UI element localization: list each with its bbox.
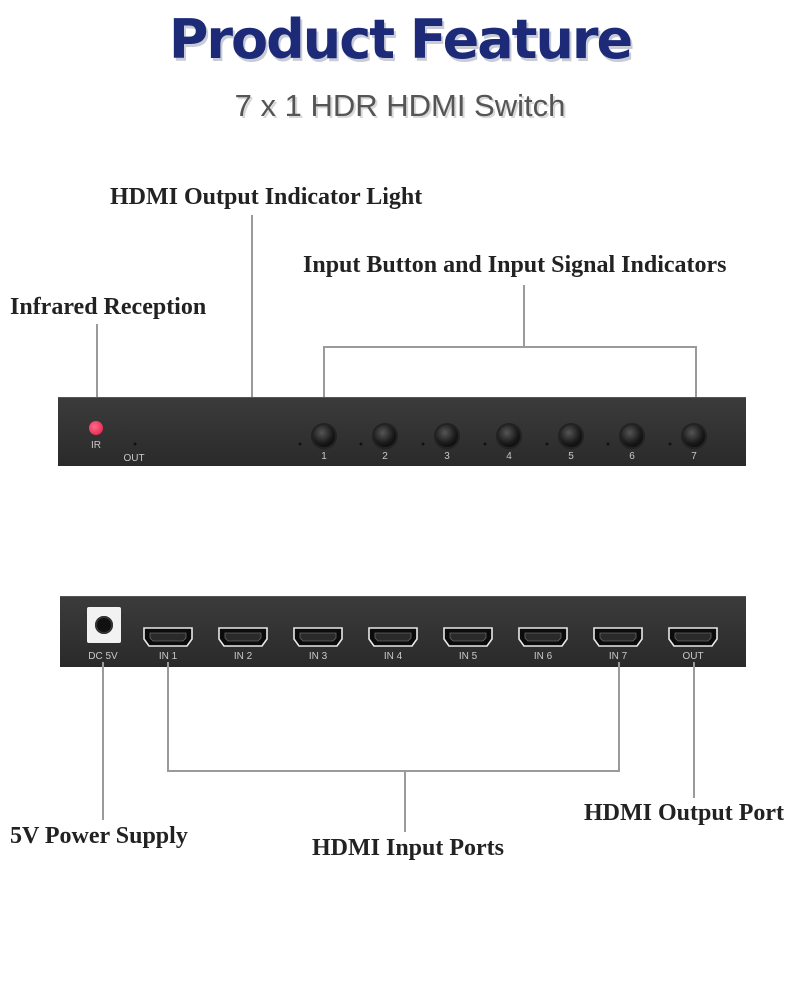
leader-input-buttons-stem: [523, 285, 525, 347]
leader-input-ports-bar: [167, 770, 620, 772]
hdmi-input-port-5[interactable]: [443, 627, 493, 647]
input-signal-indicator: [545, 442, 549, 446]
ir-receiver-icon: [89, 421, 103, 435]
input-signal-indicator: [298, 442, 302, 446]
input-signal-indicator: [421, 442, 425, 446]
callout-output-indicator: HDMI Output Indicator Light: [110, 184, 423, 210]
hdmi-input-port-2[interactable]: [218, 627, 268, 647]
input-button-label: 6: [629, 451, 635, 462]
leader-infrared: [96, 324, 98, 424]
input-button-label: 1: [321, 451, 327, 462]
hdmi-port-label: IN 3: [308, 651, 328, 662]
page-title: Product Feature: [168, 8, 633, 71]
callout-output-port: HDMI Output Port: [584, 800, 784, 826]
input-button-label: 7: [691, 451, 697, 462]
hdmi-input-port-7[interactable]: [593, 627, 643, 647]
callout-infrared: Infrared Reception: [10, 294, 207, 320]
input-button-3[interactable]: [436, 425, 458, 447]
callout-input-buttons: Input Button and Input Signal Indicators: [303, 252, 727, 278]
hdmi-port-label: OUT: [682, 651, 704, 662]
hdmi-port-label: IN 4: [383, 651, 403, 662]
input-button-label: 5: [568, 451, 574, 462]
callout-input-ports: HDMI Input Ports: [312, 835, 505, 861]
hdmi-input-port-4[interactable]: [368, 627, 418, 647]
leader-input-ports-right: [618, 662, 620, 772]
dc-jack-hole: [95, 616, 113, 634]
input-button-label: 3: [444, 451, 450, 462]
hdmi-port-label: IN 1: [158, 651, 178, 662]
leader-input-buttons-bar: [323, 346, 697, 348]
hdmi-output-port[interactable]: [668, 627, 718, 647]
out-label: OUT: [123, 453, 145, 464]
hdmi-port-label: IN 6: [533, 651, 553, 662]
input-button-label: 4: [506, 451, 512, 462]
hdmi-input-port-1[interactable]: [143, 627, 193, 647]
dc-power-jack[interactable]: [87, 607, 121, 643]
hdmi-port-label: IN 7: [608, 651, 628, 662]
front-panel: IR OUT 1 2 3 4 5 6 7: [58, 397, 746, 466]
page-subtitle: 7 x 1 HDR HDMI Switch: [234, 88, 566, 123]
hdmi-input-port-6[interactable]: [518, 627, 568, 647]
input-button-1[interactable]: [313, 425, 335, 447]
input-signal-indicator: [606, 442, 610, 446]
hdmi-input-port-3[interactable]: [293, 627, 343, 647]
input-signal-indicator: [668, 442, 672, 446]
leader-output-port: [693, 662, 695, 798]
input-button-4[interactable]: [498, 425, 520, 447]
input-button-6[interactable]: [621, 425, 643, 447]
hdmi-port-label: IN 2: [233, 651, 253, 662]
dc-label: DC 5V: [88, 651, 118, 662]
leader-power: [102, 662, 104, 820]
input-button-5[interactable]: [560, 425, 582, 447]
input-button-label: 2: [382, 451, 388, 462]
callout-power: 5V Power Supply: [10, 823, 188, 849]
input-signal-indicator: [359, 442, 363, 446]
leader-input-ports-left: [167, 662, 169, 772]
output-indicator-light: [133, 442, 137, 446]
leader-input-buttons-left: [323, 346, 325, 420]
input-button-2[interactable]: [374, 425, 396, 447]
leader-input-buttons-right: [695, 346, 697, 420]
ir-label: IR: [91, 440, 101, 451]
input-signal-indicator: [483, 442, 487, 446]
leader-input-ports-stem: [404, 770, 406, 832]
input-button-7[interactable]: [683, 425, 705, 447]
hdmi-port-label: IN 5: [458, 651, 478, 662]
leader-output-indicator-v1: [251, 215, 253, 445]
